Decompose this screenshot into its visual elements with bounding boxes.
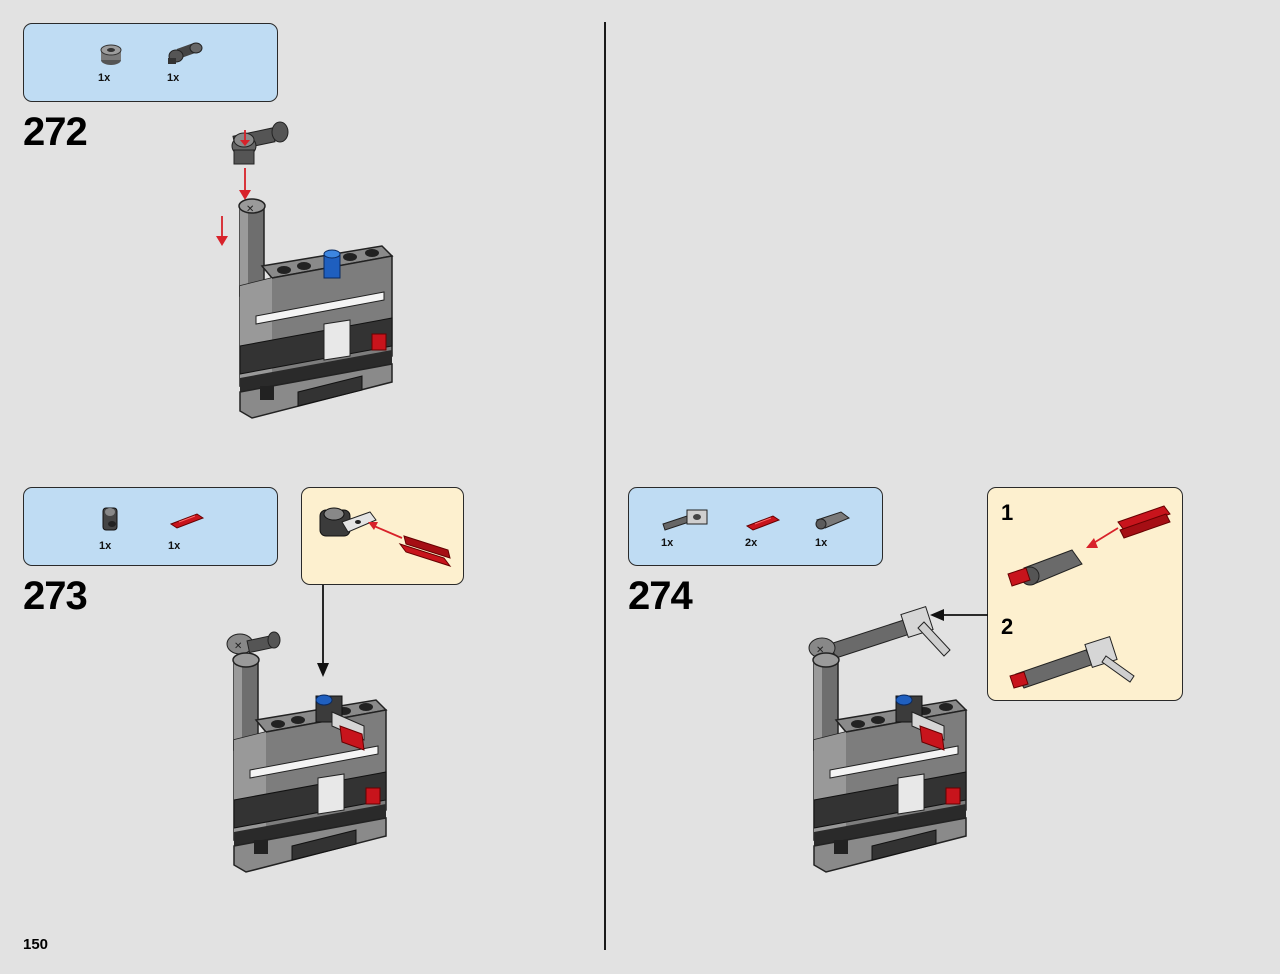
page-number: 150	[23, 936, 49, 953]
step-number-273: 273	[23, 574, 88, 618]
parts-list-273: 1x 1x	[23, 487, 278, 566]
red-axle-icon	[169, 513, 205, 529]
part-qty: 1x	[661, 537, 674, 549]
part-qty: 1x	[168, 540, 181, 552]
gray-tube-icon	[815, 511, 850, 530]
assembly-272: ✕	[216, 121, 393, 419]
parts-list-274: 1x 2x 1x	[628, 487, 883, 566]
gray-bush-icon	[100, 44, 122, 65]
part-qty: 1x	[167, 72, 180, 84]
part-qty: 2x	[745, 537, 758, 549]
sub-assembly-callout-274: 1 2	[987, 487, 1183, 701]
svg-text:✕: ✕	[246, 204, 254, 215]
part-qty: 1x	[815, 537, 828, 549]
step-number-274: 274	[628, 574, 693, 618]
gray-axle-connector-icon	[662, 509, 708, 531]
svg-text:✕: ✕	[234, 641, 242, 652]
part-qty: 1x	[98, 72, 111, 84]
assembly-274: ✕	[808, 605, 967, 873]
dark-beam-elbow-icon	[102, 507, 118, 531]
page-divider	[604, 22, 606, 950]
callout-arrow-274	[930, 609, 988, 621]
assembly-273: ✕	[226, 631, 387, 873]
substep-2-illustration	[1009, 635, 1135, 689]
axle-connector-part	[231, 121, 289, 165]
red-axle-icon	[745, 515, 781, 531]
substep-number: 2	[1001, 614, 1014, 639]
callout-arrow-273	[317, 585, 329, 677]
callout-parts	[319, 507, 452, 567]
svg-text:✕: ✕	[816, 645, 824, 656]
axle-connector-icon	[168, 42, 203, 64]
substep-1-illustration	[1007, 505, 1171, 587]
step-number-272: 272	[23, 110, 88, 154]
substep-number: 1	[1001, 500, 1014, 525]
sub-assembly-callout-273	[301, 487, 464, 585]
parts-list-272: 1x 1x	[23, 23, 278, 102]
part-qty: 1x	[99, 540, 112, 552]
